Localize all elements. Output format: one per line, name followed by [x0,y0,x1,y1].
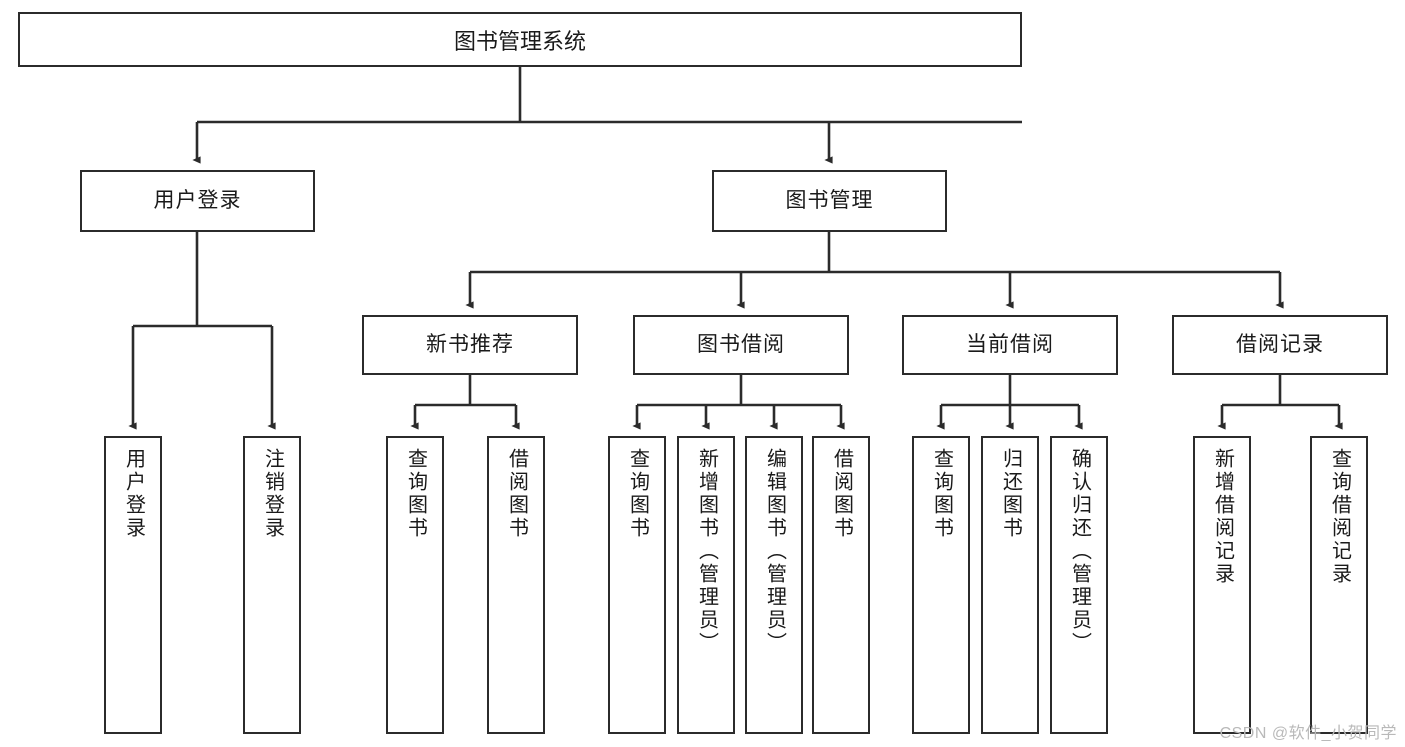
node-root[interactable]: 图书管理系统 [18,12,1022,67]
node-leaf-query-book-current[interactable]: 查询图书 [912,436,970,734]
node-leaf-confirm-return-admin[interactable]: 确认归还（管理员） [1050,436,1108,734]
node-book-management-label: 图书管理 [785,189,874,213]
node-leaf-borrow-book[interactable]: 借阅图书 [812,436,870,734]
node-leaf-user-login-label: 用户登录 [122,448,145,540]
node-new-book-recommend-label: 新书推荐 [426,333,514,357]
node-leaf-query-book-recommend-label: 查询图书 [404,448,427,540]
node-leaf-query-book-borrow[interactable]: 查询图书 [608,436,666,734]
node-current-borrow-label: 当前借阅 [966,333,1054,357]
node-user-login[interactable]: 用户登录 [80,170,315,232]
node-leaf-query-book-borrow-label: 查询图书 [626,448,649,540]
node-root-label: 图书管理系统 [453,28,586,54]
node-leaf-add-borrow-record[interactable]: 新增借阅记录 [1193,436,1251,734]
node-leaf-query-borrow-record[interactable]: 查询借阅记录 [1310,436,1368,734]
csdn-watermark: CSDN @软件_小贺同学 [1219,725,1397,742]
node-leaf-query-book-recommend[interactable]: 查询图书 [386,436,444,734]
node-leaf-borrow-book-recommend-label: 借阅图书 [505,448,528,540]
node-borrow-record-label: 借阅记录 [1236,333,1324,357]
node-leaf-query-borrow-record-label: 查询借阅记录 [1328,448,1351,586]
node-new-book-recommend[interactable]: 新书推荐 [362,315,578,375]
node-leaf-edit-book-admin-label: 编辑图书（管理员） [763,448,786,655]
node-book-management[interactable]: 图书管理 [712,170,947,232]
node-leaf-logout[interactable]: 注销登录 [243,436,301,734]
node-leaf-return-book[interactable]: 归还图书 [981,436,1039,734]
node-leaf-add-book-admin[interactable]: 新增图书（管理员） [677,436,735,734]
node-user-login-label: 用户登录 [153,189,242,213]
node-leaf-confirm-return-admin-label: 确认归还（管理员） [1068,448,1091,655]
node-leaf-edit-book-admin[interactable]: 编辑图书（管理员） [745,436,803,734]
node-borrow-record[interactable]: 借阅记录 [1172,315,1388,375]
node-book-borrow[interactable]: 图书借阅 [633,315,849,375]
node-book-borrow-label: 图书借阅 [697,333,785,357]
node-leaf-borrow-book-recommend[interactable]: 借阅图书 [487,436,545,734]
node-leaf-add-book-admin-label: 新增图书（管理员） [695,448,718,655]
node-leaf-logout-label: 注销登录 [261,448,284,540]
node-leaf-query-book-current-label: 查询图书 [930,448,953,540]
node-leaf-return-book-label: 归还图书 [999,448,1022,540]
node-leaf-add-borrow-record-label: 新增借阅记录 [1211,448,1234,586]
node-leaf-borrow-book-label: 借阅图书 [830,448,853,540]
node-current-borrow[interactable]: 当前借阅 [902,315,1118,375]
node-leaf-user-login[interactable]: 用户登录 [104,436,162,734]
